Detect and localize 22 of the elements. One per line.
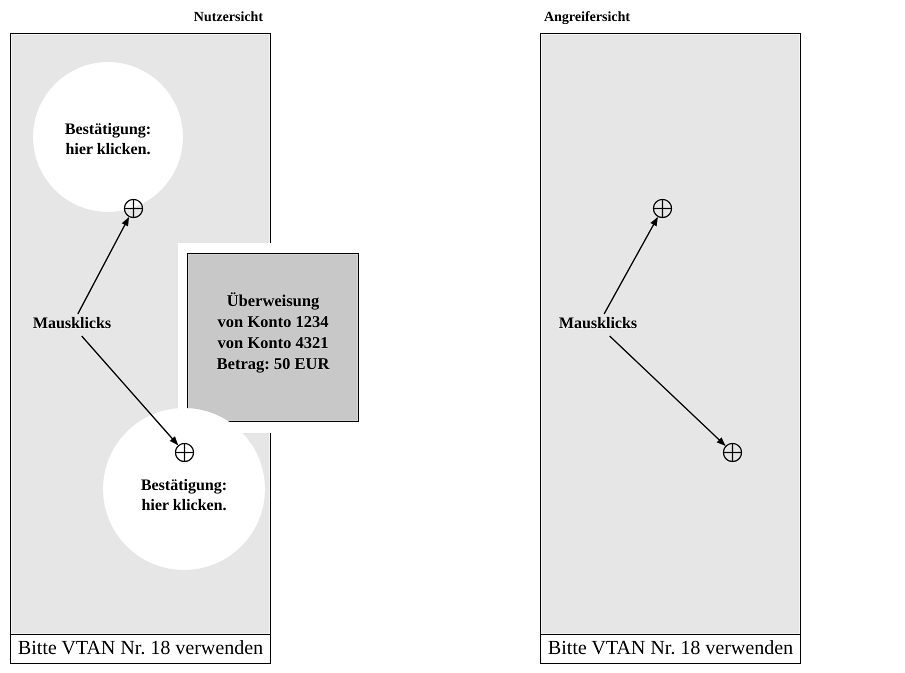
footer-strip <box>11 634 270 663</box>
footer-strip <box>541 634 800 663</box>
button-caption: Bestätigung: hier klicken. <box>64 120 152 160</box>
crosshair-icon <box>652 198 673 219</box>
card-heading: Überweisung <box>226 290 320 311</box>
footer-text: Bitte VTAN Nr. 18 verwenden <box>16 636 264 661</box>
card-line: von Konto 1234 <box>216 311 330 332</box>
arrow <box>77 217 130 314</box>
panel-heading: Angreifersicht <box>544 9 630 27</box>
arrow <box>603 216 658 314</box>
crosshair-icon <box>722 442 743 463</box>
arrow <box>609 336 726 446</box>
card-line: Betrag: 50 EUR <box>216 353 330 374</box>
card-line: von Konto 4321 <box>216 332 330 353</box>
crosshair-icon <box>123 198 144 219</box>
click-label: Mausklicks <box>32 314 112 334</box>
button-caption: Bestätigung: hier klicken. <box>140 476 228 516</box>
footer-text: Bitte VTAN Nr. 18 verwenden <box>546 636 794 661</box>
click-label: Mausklicks <box>558 314 638 334</box>
crosshair-icon <box>174 442 195 463</box>
panel-heading: Nutzersicht <box>194 9 263 27</box>
arrow <box>81 336 178 446</box>
